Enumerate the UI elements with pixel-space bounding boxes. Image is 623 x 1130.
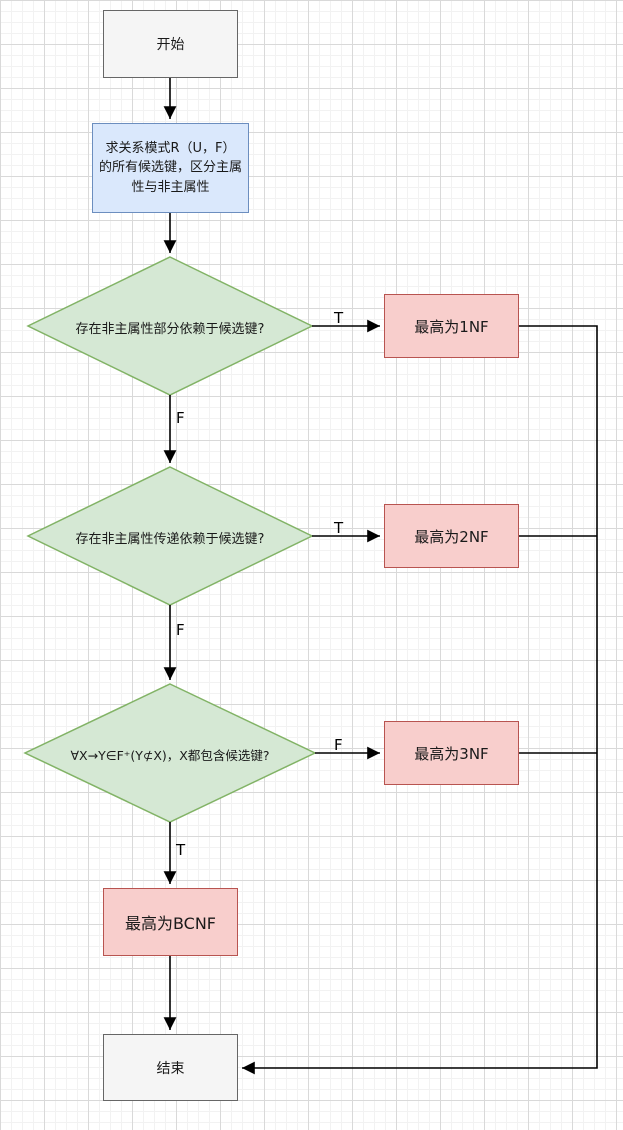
node-result-3nf-label: 最高为3NF [414,744,489,763]
node-start: 开始 [103,10,238,78]
edge-label-decision2-false: F [176,621,185,639]
node-result-2nf: 最高为2NF [384,504,519,568]
node-result-1nf-label: 最高为1NF [414,317,489,336]
node-compute-candidate-keys-label: 求关系模式R（U，F）的所有候选键，区分主属性与非主属性 [99,140,243,195]
decision-transitive-diamond [26,466,314,606]
edge-label-decision3-false: F [334,736,343,754]
node-result-3nf: 最高为3NF [384,721,519,785]
node-result-bcnf: 最高为BCNF [103,888,238,956]
node-result-1nf: 最高为1NF [384,294,519,358]
edge-1nf-to-end-trunk [242,325,598,1075]
decision-bcnf-diamond [23,683,317,823]
edge-label-decision1-true: T [334,309,344,327]
node-compute-candidate-keys: 求关系模式R（U，F）的所有候选键，区分主属性与非主属性 [92,123,249,213]
node-result-2nf-label: 最高为2NF [414,527,489,546]
node-end-label: 结束 [156,1060,185,1077]
node-start-label: 开始 [156,37,185,53]
edge-label-decision1-false: F [176,409,185,427]
edge-label-decision3-true: T [176,841,186,859]
node-end: 结束 [103,1034,238,1101]
edge-label-decision2-true: T [334,519,344,537]
decision-partial-diamond [26,256,314,396]
node-result-bcnf-label: 最高为BCNF [124,914,217,933]
